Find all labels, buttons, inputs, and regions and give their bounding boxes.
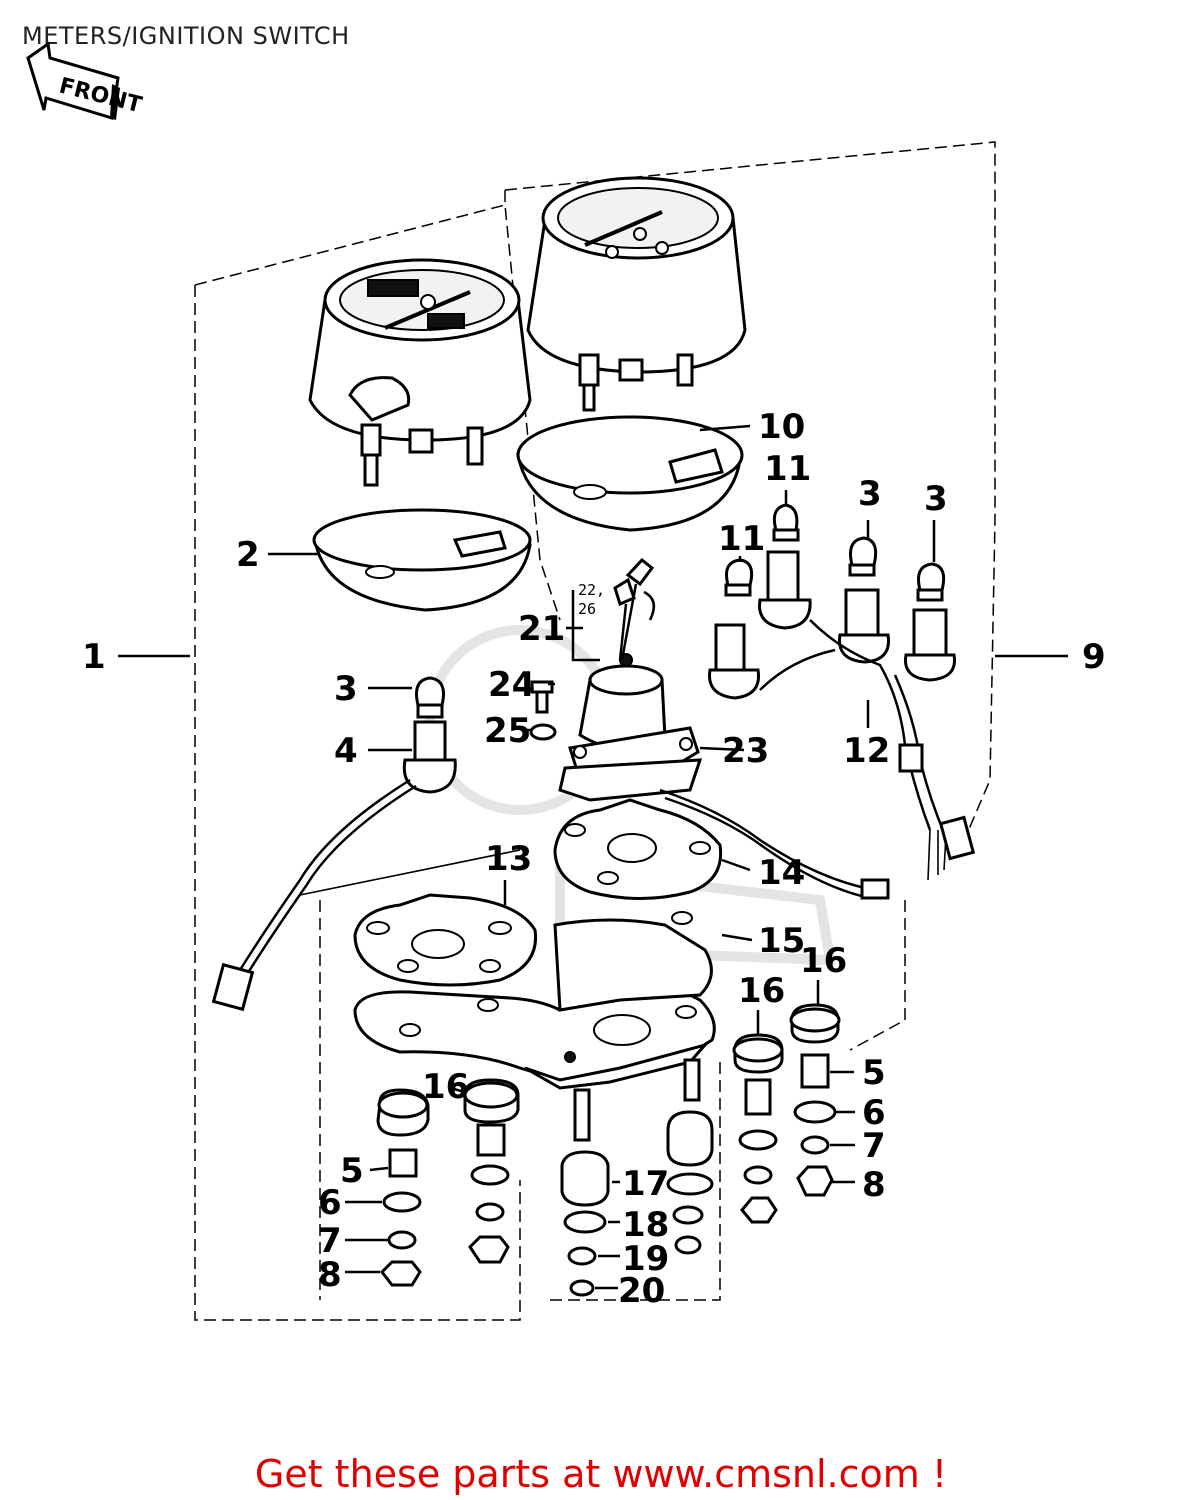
callout-7: 7: [318, 1221, 342, 1261]
front-arrow-icon: FRONT: [26, 41, 144, 120]
bulb-3-left: [415, 676, 445, 719]
callout-3: 3: [924, 479, 948, 519]
callout-6: 6: [862, 1093, 886, 1133]
callout-25: 25: [484, 711, 531, 751]
callout-5: 5: [340, 1151, 364, 1191]
callout-12: 12: [843, 731, 890, 771]
callout-8: 8: [862, 1165, 886, 1205]
callout-5: 5: [862, 1053, 886, 1093]
tachometer-meter: [526, 176, 747, 412]
callout-2: 2: [236, 535, 260, 575]
callout-21: 21: [518, 609, 565, 649]
callout-23: 23: [722, 731, 769, 771]
callout-19: 19: [622, 1239, 669, 1279]
bracket-plate-13: [353, 893, 538, 987]
callout-labels: 1 2 3 3 3 4 5 5 6 6 7 7 8 8 9 10 11 11 1…: [82, 407, 1106, 1311]
callout-3: 3: [858, 474, 882, 514]
washer-25: [529, 723, 557, 741]
socket-4: [211, 720, 457, 1012]
leader-lines: [118, 424, 1068, 1290]
speedometer-meter: [308, 258, 532, 487]
callout-16: 16: [422, 1067, 469, 1107]
callout-8: 8: [318, 1255, 342, 1295]
footer-promo-text: Get these parts at www.cmsnl.com !: [254, 1452, 948, 1496]
fastener-stack-center-right: [666, 1110, 714, 1255]
assembly-boundary: [194, 141, 996, 1321]
callout-16: 16: [800, 941, 847, 981]
fastener-stack-right: [732, 1033, 784, 1224]
callout-13: 13: [485, 839, 532, 879]
fastener-stack-center: [560, 1150, 610, 1297]
meter-case-cup-10: [516, 415, 744, 532]
bracket-plate-14: [553, 798, 723, 900]
callout-10: 10: [758, 407, 805, 447]
bolt-24: [530, 680, 554, 714]
callout-14: 14: [758, 853, 805, 893]
fastener-stack-left-2: [463, 1078, 520, 1264]
callout-21-sub2: 26: [578, 600, 596, 618]
main-bracket-15: [353, 911, 716, 1142]
callout-24: 24: [488, 665, 535, 705]
callout-20: 20: [618, 1271, 665, 1311]
fastener-stack-far-right: [789, 1003, 841, 1197]
page-title: METERS/IGNITION SWITCH: [22, 22, 350, 50]
callout-1: 1: [82, 637, 106, 677]
callout-15: 15: [758, 921, 805, 961]
fastener-stack-left: [376, 1088, 430, 1287]
ignition-keys: [613, 557, 656, 661]
callout-11: 11: [718, 519, 765, 559]
callout-4: 4: [334, 731, 358, 771]
callout-16: 16: [738, 971, 785, 1011]
callout-6: 6: [318, 1183, 342, 1223]
callout-9: 9: [1082, 637, 1106, 677]
callout-7: 7: [862, 1126, 886, 1166]
meter-case-cup-2: [312, 508, 532, 612]
ignition-switch: [558, 653, 890, 900]
callout-21-sub: 22,: [578, 581, 605, 599]
callout-18: 18: [622, 1205, 669, 1245]
callout-11: 11: [764, 449, 811, 489]
callout-17: 17: [622, 1164, 669, 1204]
bulb-socket-group-right: [708, 503, 976, 881]
callout-3: 3: [334, 669, 358, 709]
